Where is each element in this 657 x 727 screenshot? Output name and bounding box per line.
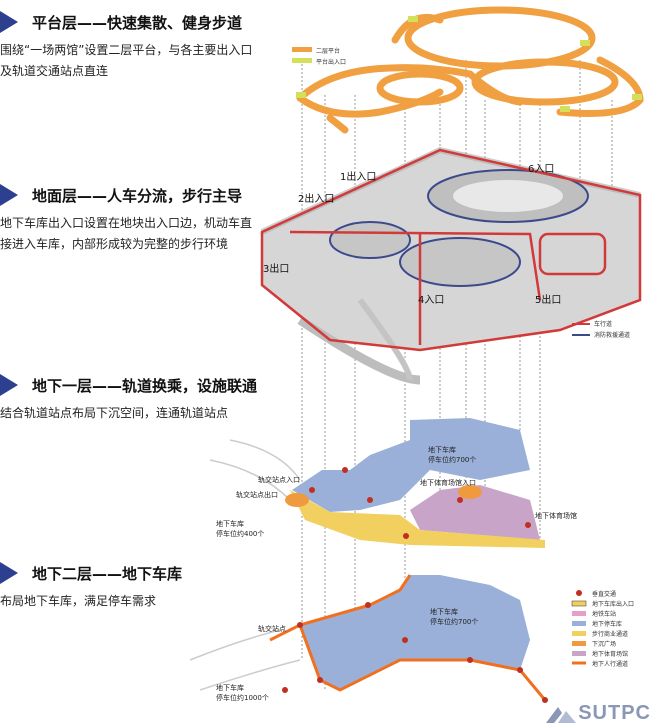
triangle-bullet-icon: [0, 11, 18, 33]
b1-rail-station: 轨交站点出口: [236, 490, 278, 499]
entrance-4: 4入口: [418, 295, 444, 306]
legend-sunken: 下沉广场: [592, 640, 616, 648]
section-title: 平台层——快速集散、健身步道: [32, 13, 243, 32]
section-title: 地下二层——地下车库: [32, 564, 183, 583]
b1-garage-left: 地下车库: [216, 519, 244, 528]
legend-pedestrian: 地下人行通道: [592, 660, 628, 668]
b2-rail: 轨交站点: [258, 624, 286, 633]
section-b2: 地下二层——地下车库 布局地下车库，满足停车需求: [0, 561, 290, 612]
section-b1: 地下一层——轨道换乘，设施联通 结合轨道站点布局下沉空间，连通轨道站点: [0, 373, 290, 424]
section-desc: 布局地下车库，满足停车需求: [0, 594, 157, 608]
legend-platform: 二层平台: [316, 47, 340, 55]
legend-vertical: 垂直交通: [592, 590, 616, 598]
bottom-legend: 垂直交通 地下车库出入口 地铁车站 地下停车库 步行商业通道 下沉广场 地下体育…: [571, 590, 634, 668]
section-title: 地面层——人车分流，步行主导: [32, 186, 243, 205]
platform-layer: [296, 6, 644, 134]
section-title: 地下一层——轨道换乘，设施联通: [32, 376, 258, 395]
b2-garage-bottom: 地下车库: [216, 683, 244, 692]
b2-layer: 轨交站点 地下车库 停车位约700个 地下车库 停车位约1000个: [189, 574, 548, 703]
entrance-5: 5出口: [535, 293, 561, 306]
ground-layer: 1出入口 2出入口 3出口 4入口 5出口 6入口: [260, 146, 642, 385]
b1-gym-entrance: 地下体育场馆入口: [420, 478, 476, 487]
b1-layer: 地下车库 停车位约700个 地下体育场馆入口 地下体育场馆 轨交站点入口 轨交站…: [209, 418, 577, 548]
b1-garage-top: 地下车库: [428, 445, 456, 454]
b1-gym: 地下体育场馆: [535, 511, 577, 520]
b2-garage-top-spaces: 停车位约700个: [430, 617, 478, 626]
logo-mark-icon: [546, 706, 577, 723]
entrance-6: 6入口: [528, 164, 554, 175]
triangle-bullet-icon: [0, 562, 18, 584]
section-desc: 围绕“一场两馆”设置二层平台，与各主要出入口及轨道交通站点直连: [0, 43, 253, 78]
legend-fire-lane: 消防救援通道: [594, 331, 630, 339]
triangle-bullet-icon: [0, 374, 18, 396]
legend-metro: 地铁车站: [592, 610, 616, 618]
triangle-bullet-icon: [0, 184, 18, 206]
section-desc: 结合轨道站点布局下沉空间，连通轨道站点: [0, 406, 229, 420]
section-ground: 地面层——人车分流，步行主导 地下车库出入口设置在地块出入口边，机动车直接进入车…: [0, 183, 290, 255]
section-platform: 平台层——快速集散、健身步道 围绕“一场两馆”设置二层平台，与各主要出入口及轨道…: [0, 10, 290, 82]
legend-garage: 地下停车库: [592, 620, 622, 628]
sutpc-logo: SUTPC: [544, 702, 651, 725]
platform-legend: 二层平台 平台出入口: [292, 47, 346, 66]
logo-text: SUTPC: [578, 702, 651, 724]
b1-rail-entrance: 轨交站点入口: [258, 475, 300, 484]
b1-garage-top-spaces: 停车位约700个: [428, 455, 476, 464]
ground-legend: 车行道 消防救援通道: [572, 320, 630, 339]
legend-platform-entrance: 平台出入口: [316, 58, 346, 66]
section-desc: 地下车库出入口设置在地块出入口边，机动车直接进入车库，内部形成较为完整的步行环境: [0, 216, 253, 251]
entrance-1: 1出入口: [340, 170, 376, 183]
legend-walk: 步行商业通道: [592, 630, 628, 638]
b1-garage-left-spaces: 停车位约400个: [216, 529, 264, 538]
entrance-2: 2出入口: [298, 192, 334, 205]
legend-road: 车行道: [594, 320, 612, 328]
b2-garage-bottom-spaces: 停车位约1000个: [216, 693, 269, 702]
entrance-3: 3出口: [263, 262, 289, 275]
legend-garage-entrance: 地下车库出入口: [592, 600, 634, 608]
b2-garage-top: 地下车库: [430, 607, 458, 616]
platform-entrances: [296, 16, 642, 112]
legend-gym: 地下体育场馆: [592, 650, 628, 658]
